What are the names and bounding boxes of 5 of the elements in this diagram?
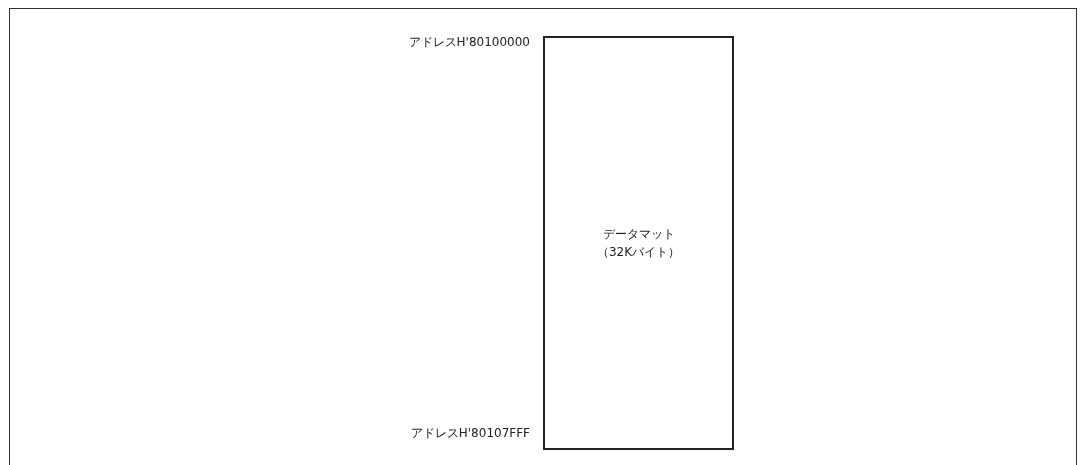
block-label: データマット bbox=[602, 226, 675, 243]
block-label: （32Kバイト） bbox=[596, 244, 681, 261]
address-label: アドレスH'80100000 bbox=[408, 34, 530, 51]
address-label: アドレスH'80107FFF bbox=[410, 425, 530, 442]
memory-block bbox=[543, 36, 734, 450]
